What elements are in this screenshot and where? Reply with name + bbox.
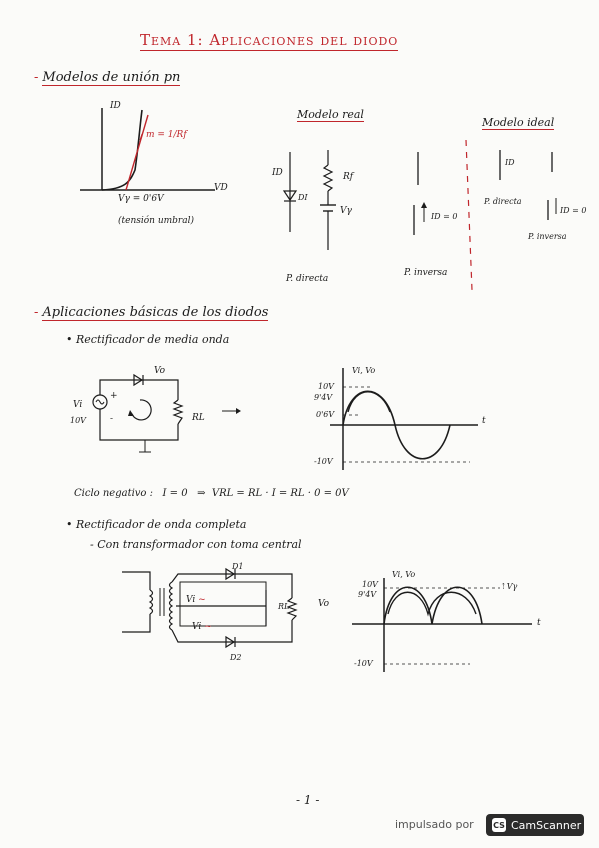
modelo-real-id: ID	[272, 168, 283, 178]
graph1-y-label: ID	[110, 101, 121, 111]
page-title: Tema 1: Aplicaciones del diodo	[140, 31, 399, 51]
rect-media-heading: • Rectificador de media onda	[66, 333, 230, 346]
full-vo: Vo	[318, 599, 330, 609]
half-tick-94: 9'4V	[314, 393, 333, 402]
camscanner-brand: CamScanner	[511, 818, 582, 832]
page-number: - 1 -	[296, 793, 320, 807]
rect-completa-sub: - Con transformador con toma central	[90, 538, 302, 551]
modelo-real-directa: P. directa	[286, 274, 329, 284]
camscanner-logo-icon: CS	[492, 818, 506, 832]
full-vi-bottom: Vi ~	[192, 622, 212, 632]
section-heading-aplicaciones: -Aplicaciones básicas de los diodos	[34, 305, 269, 321]
half-tick-10: 10V	[318, 382, 334, 391]
half-graph-y-label: Vi, Vo	[352, 366, 376, 375]
half-graph-t-label: t	[482, 416, 486, 426]
section-heading-modelos: -Modelos de unión pn	[34, 70, 181, 86]
modelo-ideal-heading: Modelo ideal	[482, 116, 555, 130]
half-rl: RL	[192, 413, 205, 423]
full-d2: D2	[230, 653, 242, 662]
modelo-real-rf: Rf	[343, 172, 354, 182]
full-graph-vg: ⇡Vγ	[500, 582, 518, 591]
graph1-caption: (tensión umbral)	[118, 216, 194, 226]
modelo-ideal-directa: P. directa	[484, 197, 522, 206]
half-vi-value: 10V	[70, 416, 86, 425]
graph1-x-label: VD	[214, 183, 228, 193]
full-tick-94: 9'4V	[358, 590, 377, 599]
modelo-ideal-id: ID	[505, 158, 515, 167]
graph1-vgamma: Vγ = 0'6V	[118, 194, 164, 204]
full-d1: D1	[232, 562, 244, 571]
modelo-real-inversa: P. inversa	[404, 268, 448, 278]
full-tick-neg10: -10V	[354, 659, 373, 668]
graph1-slope: m = 1/Rf	[146, 130, 187, 140]
modelo-real-heading: Modelo real	[297, 108, 364, 122]
modelo-real-id0: ID = 0	[431, 212, 458, 221]
modelo-ideal-id0: ID = 0	[560, 206, 587, 215]
half-tick-neg10: -10V	[314, 457, 333, 466]
full-rl: RL	[278, 602, 290, 611]
half-plus: +	[110, 391, 118, 401]
modelo-real-vg: Vγ	[340, 206, 352, 216]
modelo-ideal-inversa: P. inversa	[528, 232, 567, 241]
modelo-real-d: DI	[298, 193, 308, 202]
camscanner-badge: CS CamScanner	[486, 814, 584, 836]
powered-by-text: impulsado por	[395, 818, 474, 831]
ciclo-negativo-equation: Ciclo negativo : I = 0 ⇒ VRL = RL · I = …	[74, 488, 349, 499]
half-vi: Vi	[73, 400, 83, 410]
half-tick-06: 0'6V	[316, 410, 335, 419]
full-graph-y-label: Vi, Vo	[392, 570, 416, 579]
full-tick-10: 10V	[362, 580, 378, 589]
full-graph-t-label: t	[537, 618, 541, 628]
half-vo: Vo	[154, 366, 166, 376]
half-minus: -	[110, 414, 114, 424]
rect-completa-heading: • Rectificador de onda completa	[66, 518, 247, 531]
full-vi-top: Vi ~	[186, 595, 206, 605]
